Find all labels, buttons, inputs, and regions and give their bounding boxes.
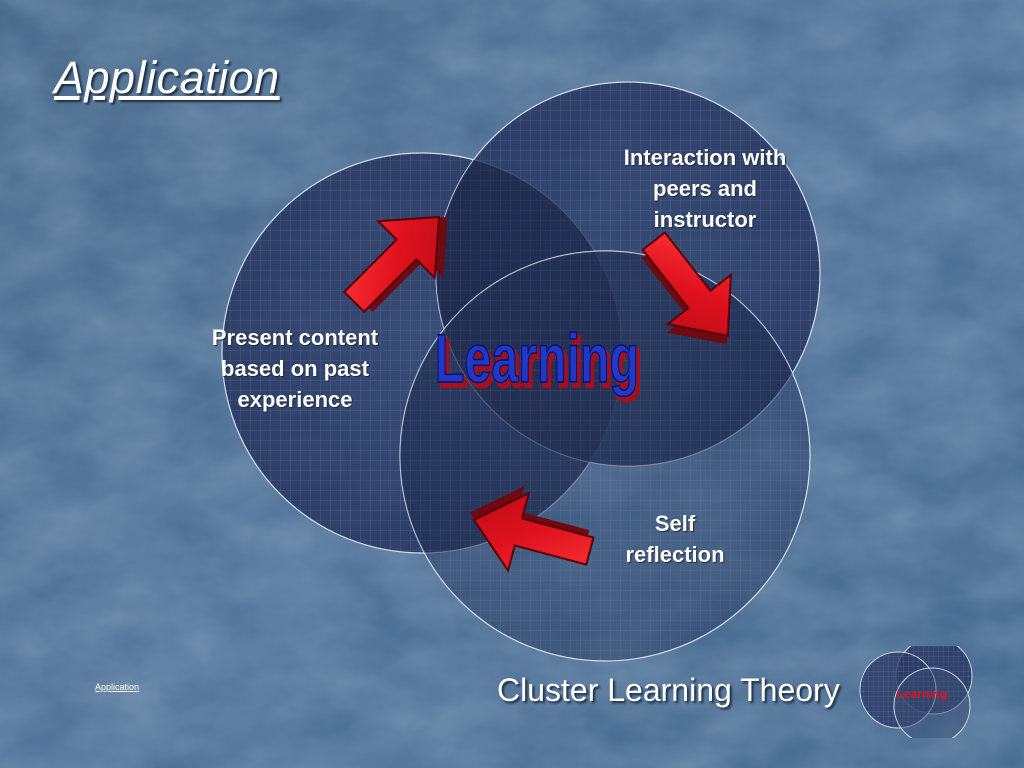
label-line: peers and: [653, 176, 757, 201]
slide-title: Application: [54, 52, 280, 103]
svg-text:Learning: Learning: [897, 687, 948, 701]
label-line: Present content: [211, 325, 379, 350]
learning-wordart: Learning Learning: [434, 319, 643, 403]
label-self-reflection: Self reflection: [600, 508, 750, 570]
label-present-content: Present content based on past experience: [190, 322, 400, 415]
footer-application-link[interactable]: Application: [95, 682, 140, 692]
svg-text:Learning: Learning: [435, 320, 639, 397]
arrow-down-right-icon: [641, 231, 733, 345]
label-line: Self: [654, 511, 696, 536]
footer-title: Cluster Learning Theory: [497, 672, 840, 708]
label-line: instructor: [653, 207, 757, 232]
svg-text:Learning: Learning: [438, 324, 642, 401]
cluster-logo-icon: Learning: [859, 646, 973, 738]
label-line: experience: [237, 387, 353, 412]
label-line: reflection: [625, 542, 725, 567]
label-line: based on past: [221, 356, 369, 381]
arrow-left-icon: [469, 485, 595, 573]
label-line: Interaction with: [623, 145, 787, 170]
arrow-up-right-icon: [342, 215, 448, 314]
label-interaction: Interaction with peers and instructor: [600, 142, 810, 235]
